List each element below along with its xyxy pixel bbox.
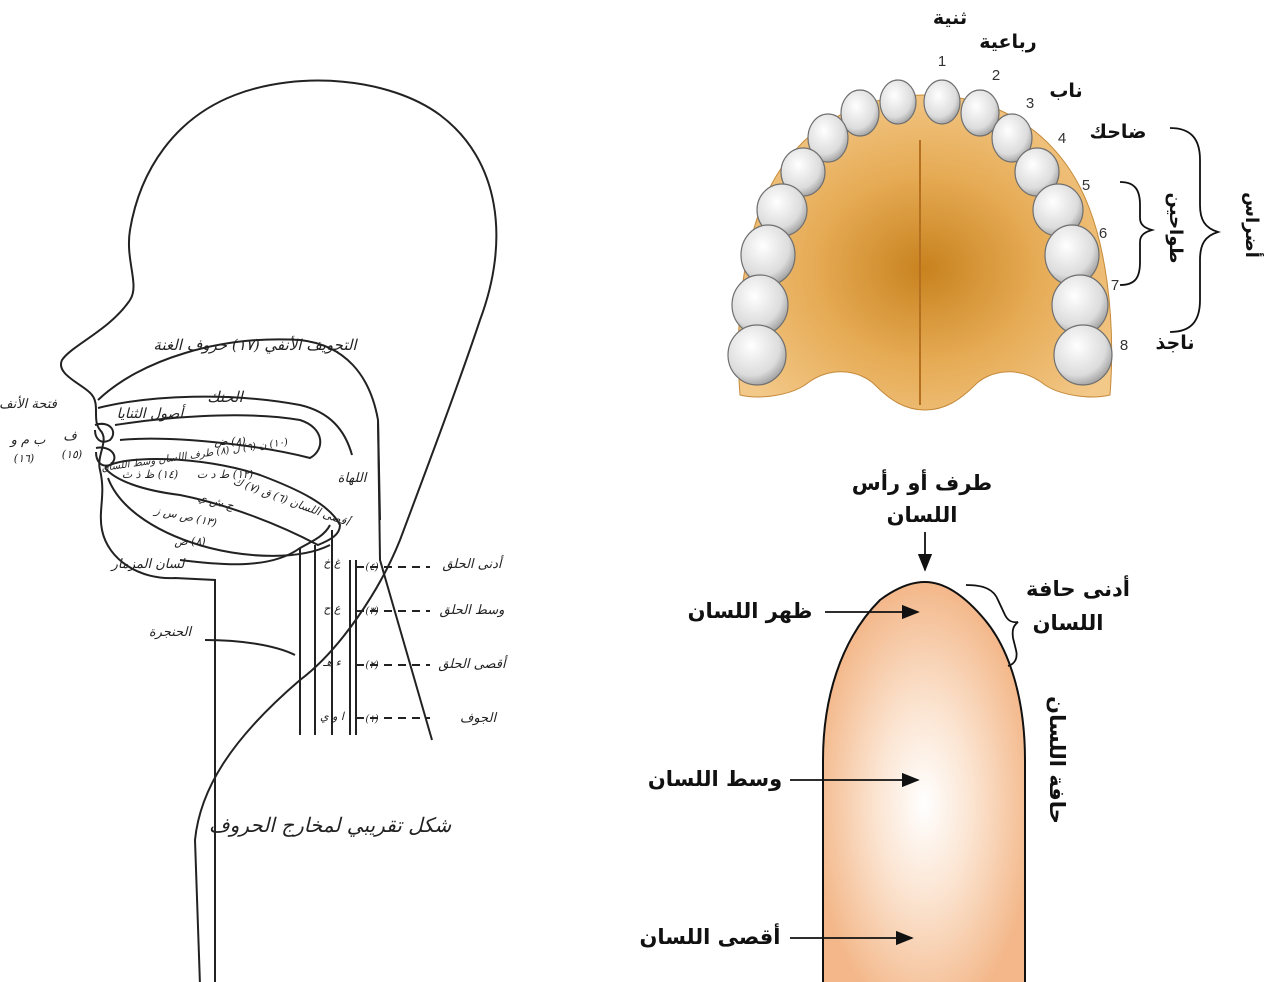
- tooth-16: [728, 325, 786, 385]
- pharynx-wall: [378, 420, 432, 740]
- label-nasal-cavity: التجويف الأنفي (١٧) حروف الغنة: [153, 335, 358, 354]
- label-thaniya: ثنية: [933, 7, 967, 29]
- label-tip-line2: اللسان: [887, 503, 958, 527]
- tooth-1: [924, 80, 960, 124]
- label-n3: (٣): [365, 606, 378, 617]
- label-n2: (٢): [365, 660, 378, 671]
- label-tip-line1: طرف أو رأس: [852, 468, 992, 495]
- tongue-diagram: طرف أو رأس اللسان ظهر اللسان أدنى حافة ا…: [639, 468, 1129, 982]
- label-n4: (٤): [365, 562, 378, 573]
- label-l2: ء هـ: [322, 656, 342, 669]
- label-throat-far: أقصى الحلق: [438, 655, 508, 672]
- label-adras: أضراس: [1241, 192, 1264, 258]
- tooth-2: [880, 80, 916, 124]
- label-palate: الحنك: [207, 388, 244, 406]
- label-nab: ناب: [1049, 80, 1082, 102]
- label-dahik: ضاحك: [1090, 121, 1147, 143]
- tooth-number-1: 1: [938, 53, 946, 70]
- larynx-pointer: [205, 640, 295, 655]
- label-middle: وسط اللسان: [648, 767, 782, 791]
- label-fa-num: (١٥): [62, 448, 82, 461]
- label-jeem: ج ش ي: [197, 491, 236, 513]
- nasal-cavity: [98, 339, 380, 520]
- tongue-shape: [823, 582, 1025, 982]
- tooth-number-7: 7: [1111, 277, 1119, 294]
- label-throat-near: أدنى الحلق: [442, 555, 503, 572]
- tooth-number-3: 3: [1026, 95, 1034, 112]
- brace-tawahin: [1120, 182, 1152, 285]
- label-nose-opening: فتحة الأنف: [0, 395, 58, 412]
- label-l1: ا و ي: [320, 710, 346, 723]
- label-uvula: اللهاة: [338, 471, 368, 486]
- label-dha: (١٤) ظ ذ ث: [122, 468, 178, 481]
- label-edge: حافة اللسان: [1045, 696, 1069, 824]
- label-l4: غ خ: [323, 556, 341, 569]
- head-labels: التجويف الأنفي (١٧) حروف الغنة الحنك أصو…: [0, 335, 508, 837]
- label-fa-letter: ف: [63, 429, 77, 444]
- label-qaf-kaf: أقصى اللسان (٦) ق (٧) ك: [231, 474, 354, 530]
- tooth-15: [1054, 325, 1112, 385]
- label-l3: ع ح: [323, 602, 341, 615]
- label-back-surface: ظهر اللسان: [688, 599, 813, 623]
- label-teeth-roots: أصول الثنايا: [117, 404, 187, 422]
- head-caption: شكل تقريبي لمخارج الحروف: [209, 813, 451, 837]
- tooth-number-6: 6: [1099, 225, 1107, 242]
- label-lips-num: (١٦): [14, 452, 34, 465]
- label-lips-letters: ب م و: [9, 433, 47, 448]
- label-larynx: الحنجرة: [149, 625, 193, 640]
- label-far: أقصى اللسان: [639, 922, 780, 949]
- label-edge-near-line2: اللسان: [1033, 611, 1104, 635]
- label-rubaiya: رباعية: [979, 31, 1036, 53]
- tooth-number-5: 5: [1082, 177, 1090, 194]
- tooth-number-2: 2: [992, 67, 1000, 84]
- label-throat-mid: وسط الحلق: [440, 603, 505, 618]
- label-dad-side: (٨) ض: [174, 535, 205, 548]
- tooth-number-4: 4: [1058, 130, 1066, 147]
- label-edge-near-line1: أدنى حافة: [1026, 574, 1130, 601]
- label-epiglottis: لسان المزمار: [110, 557, 187, 572]
- label-najidh: ناجذ: [1156, 332, 1195, 354]
- head-outline: [61, 81, 496, 982]
- label-tawahin: طواحين: [1165, 193, 1186, 264]
- label-sad: (١٣) ص س ز: [152, 503, 218, 529]
- label-n1: (١): [365, 714, 378, 725]
- teeth-diagram: 1 2 3 4 5 6 7 8 ثنية رباعية ناب ضاحك ناج…: [728, 7, 1264, 410]
- tooth-number-8: 8: [1120, 337, 1128, 354]
- head-diagram: [61, 81, 496, 982]
- label-jawf: الجوف: [460, 711, 498, 726]
